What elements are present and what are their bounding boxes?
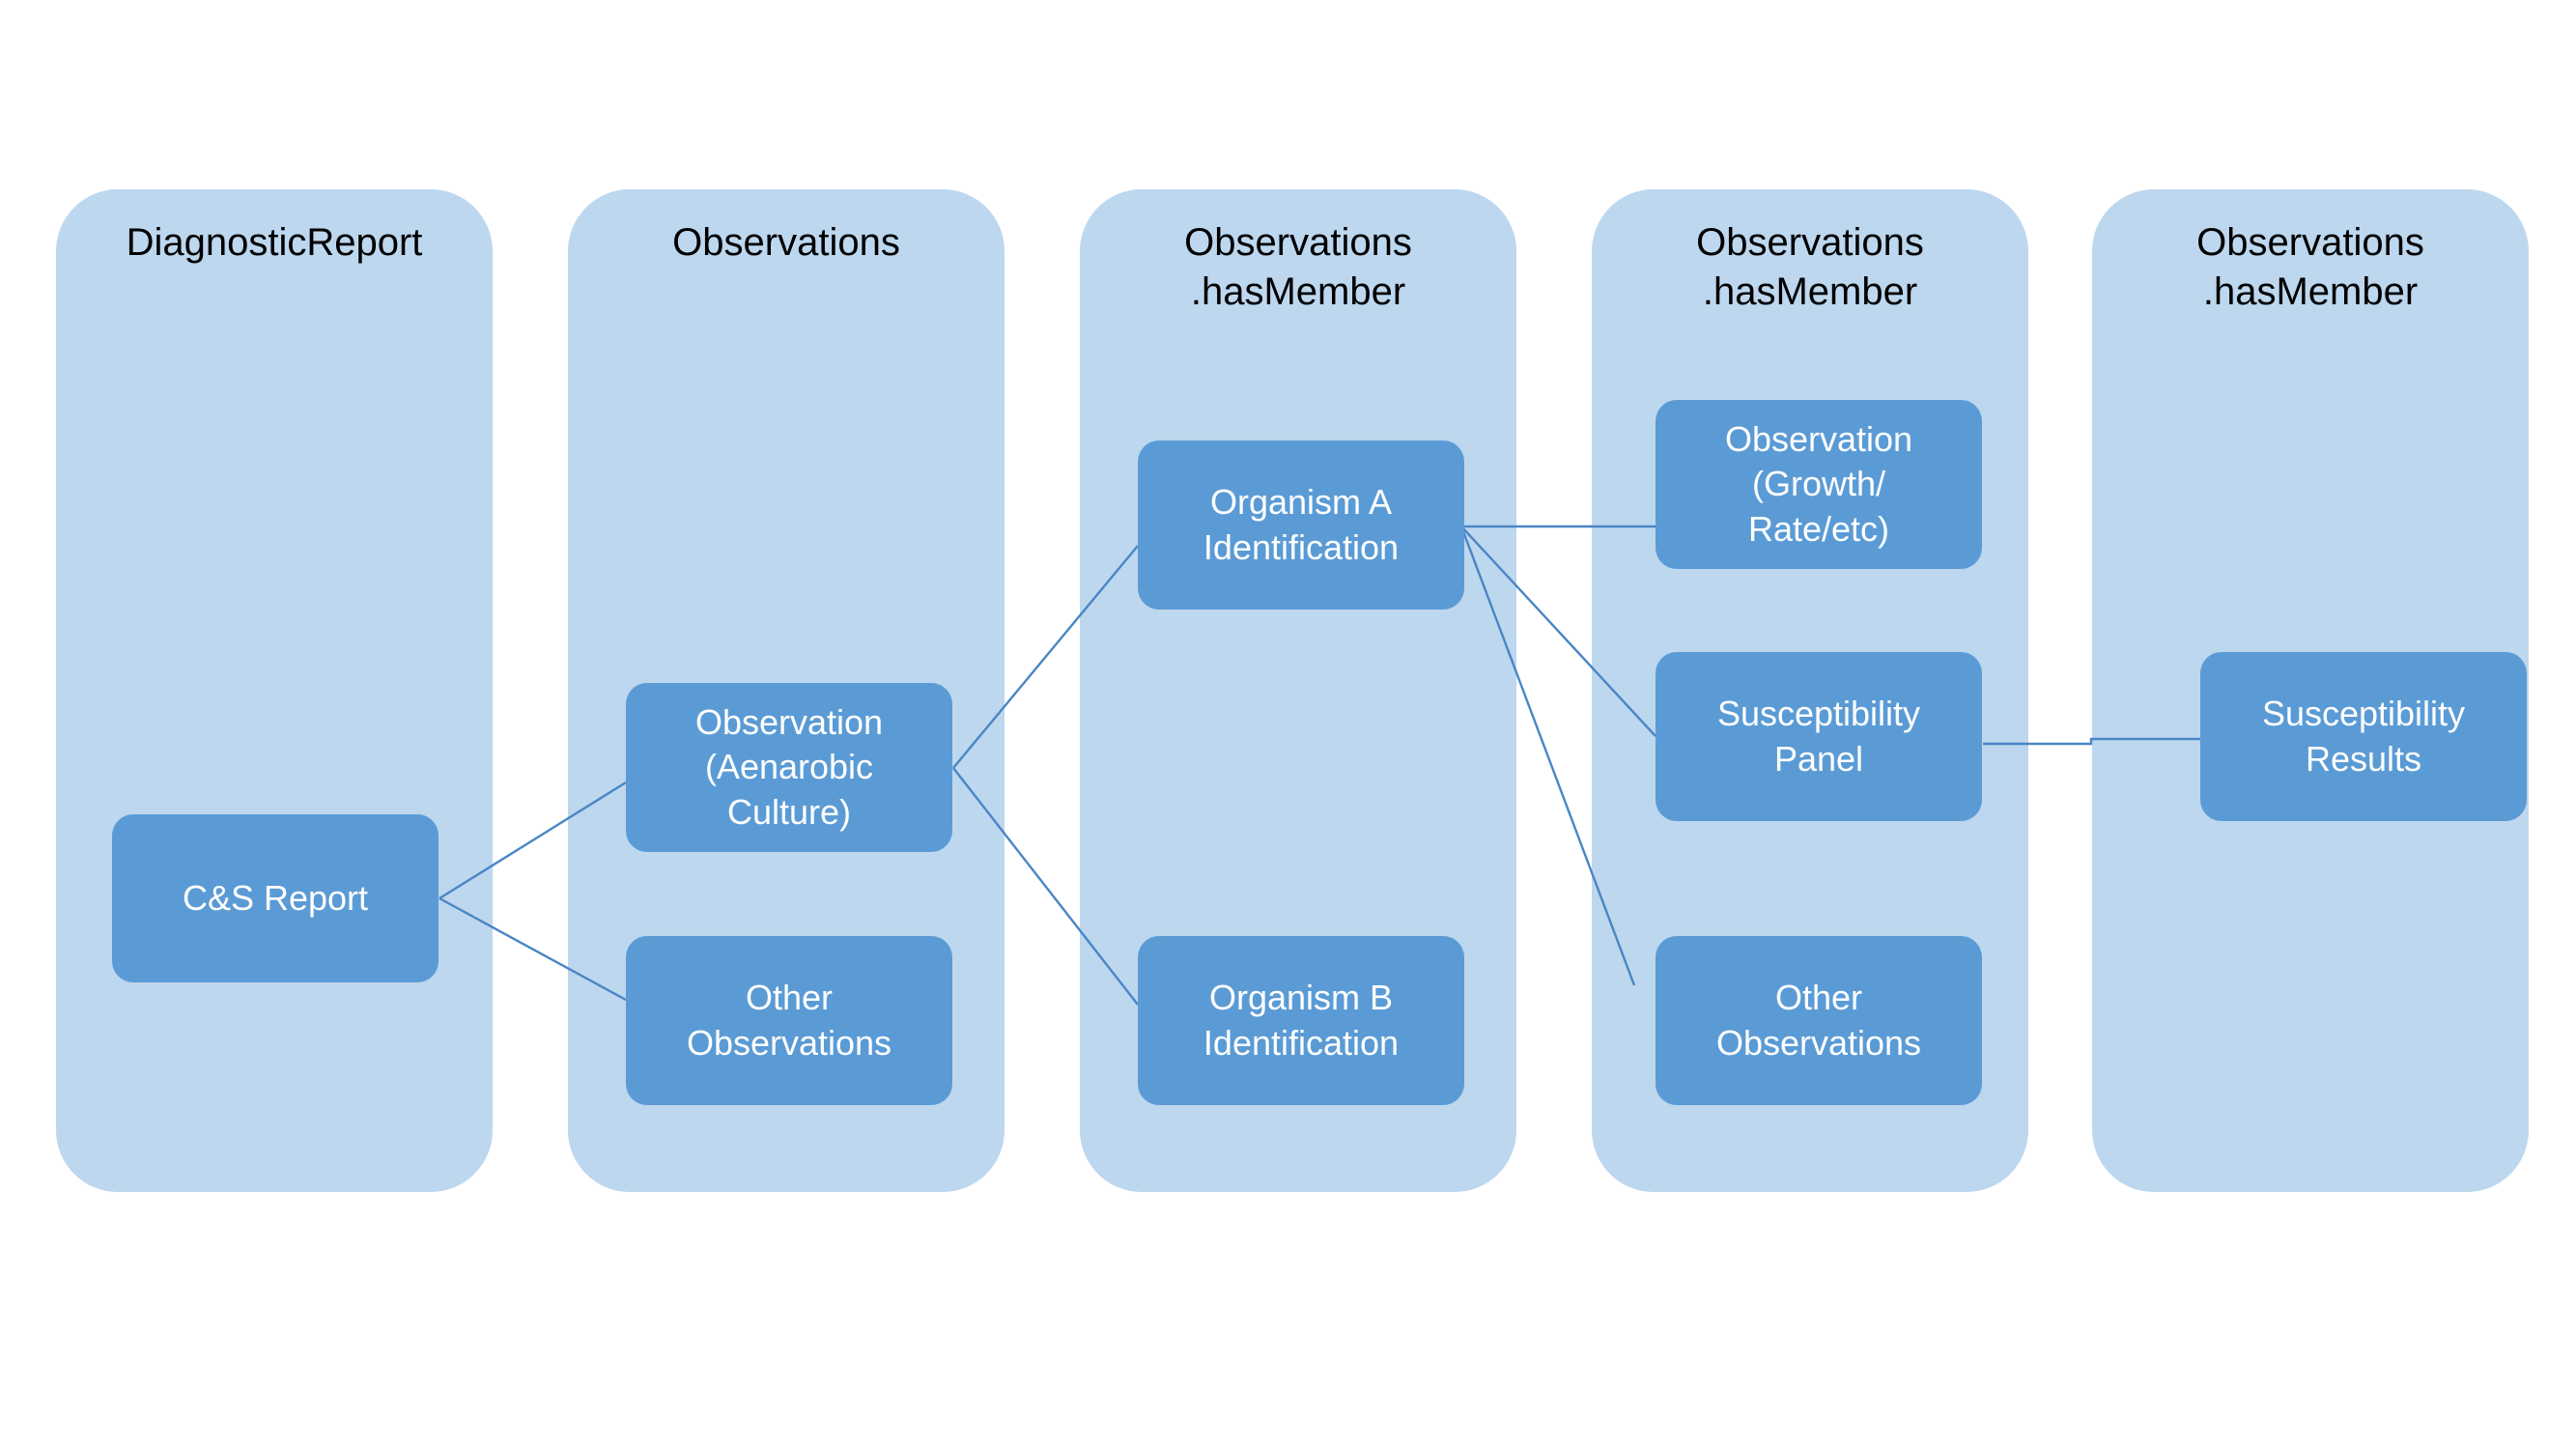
node-susceptibility-results[interactable]: Susceptibility Results bbox=[2200, 652, 2527, 821]
node-susceptibility-panel[interactable]: Susceptibility Panel bbox=[1656, 652, 1982, 821]
node-observation-growth-rate[interactable]: Observation (Growth/ Rate/etc) bbox=[1656, 400, 1982, 569]
lane-title-observations: Observations bbox=[672, 221, 900, 264]
node-other-observations-lane4[interactable]: Other Observations bbox=[1656, 936, 1982, 1105]
node-organism-b-identification[interactable]: Organism B Identification bbox=[1138, 936, 1464, 1105]
lane-title-diagnosticreport: DiagnosticReport bbox=[126, 221, 423, 264]
node-observation-aenarobic-culture[interactable]: Observation (Aenarobic Culture) bbox=[626, 683, 952, 852]
lane-diagnosticreport: DiagnosticReport bbox=[56, 189, 493, 1192]
lane-title-observations-hasmember-2: Observations .hasMember bbox=[1696, 221, 1924, 314]
lane-title-observations-hasmember-3: Observations .hasMember bbox=[2196, 221, 2424, 314]
lane-title-observations-hasmember-1: Observations .hasMember bbox=[1184, 221, 1412, 314]
node-other-observations-lane2[interactable]: Other Observations bbox=[626, 936, 952, 1105]
node-organism-a-identification[interactable]: Organism A Identification bbox=[1138, 440, 1464, 610]
node-cs-report[interactable]: C&S Report bbox=[112, 814, 439, 982]
